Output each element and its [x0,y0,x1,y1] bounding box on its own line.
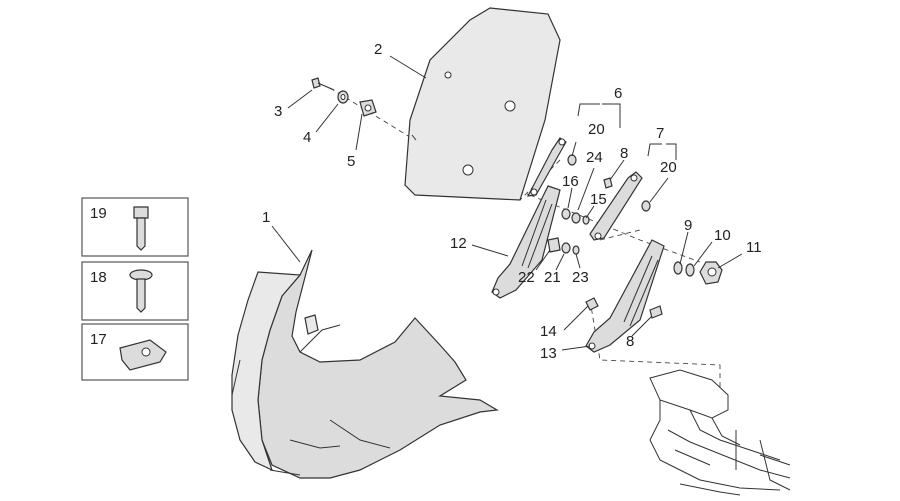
callout-7: 7 [656,125,664,142]
callout-1: 1 [262,209,270,226]
inset-box-17 [81,323,189,381]
inset-box-19 [81,197,189,257]
callout-14: 14 [540,323,557,340]
callout-20-right: 20 [660,159,677,176]
callout-5: 5 [347,153,355,170]
bracket-13-part [585,239,665,353]
callout-3: 3 [274,103,282,120]
callout-23: 23 [572,269,589,286]
callout-17: 17 [90,331,107,348]
callout-8-lower: 8 [626,333,634,350]
windscreen-part [404,7,561,201]
callout-2: 2 [374,41,382,58]
callout-6: 6 [614,85,622,102]
callout-22: 22 [518,269,535,286]
screw-washer-nut-group [311,77,377,117]
bracket-12-part [491,185,561,299]
callout-12: 12 [450,235,467,252]
callout-24: 24 [586,149,603,166]
callout-4: 4 [303,129,311,146]
small-hardware [547,154,723,319]
front-fairing-part [231,249,499,479]
callout-20-upper: 20 [588,121,605,138]
callout-19: 19 [90,205,107,222]
leader-lines [271,55,743,351]
callout-labels: 1 2 3 4 5 6 7 8 20 24 16 15 20 12 22 21 … [90,41,762,362]
bracket-7-part [589,171,643,241]
bracket-6-part [526,137,567,197]
callout-11: 11 [746,239,762,256]
callout-8-upper: 8 [620,145,628,162]
frame-subassembly [649,369,791,496]
callout-21: 21 [544,269,561,286]
callout-18: 18 [90,269,107,286]
callout-13: 13 [540,345,557,362]
inset-box-18 [81,261,189,321]
callout-10: 10 [714,227,731,244]
callout-15: 15 [590,191,607,208]
callout-9: 9 [684,217,692,234]
callout-16: 16 [562,173,579,190]
